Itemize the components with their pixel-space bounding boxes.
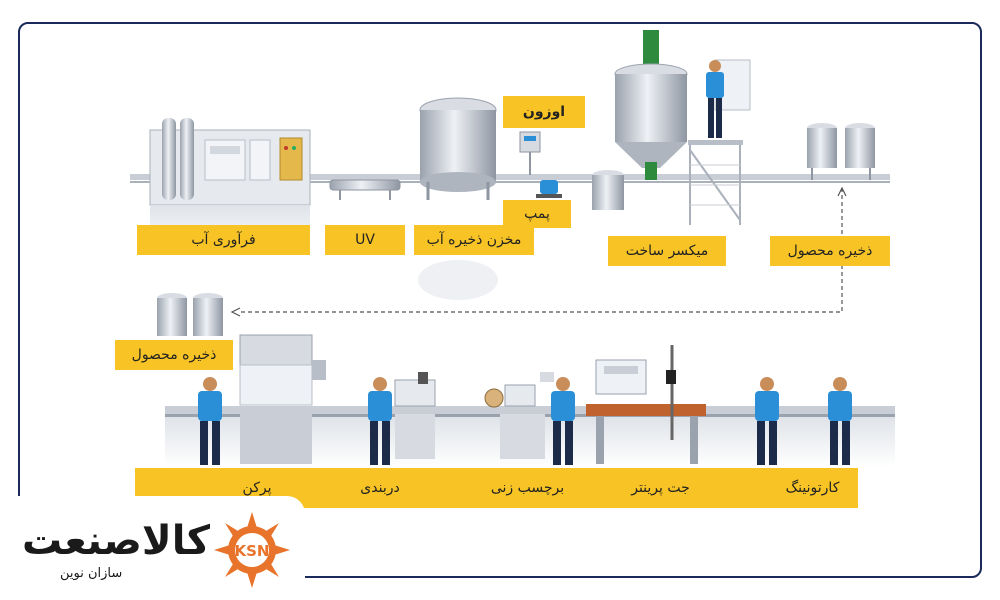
ozone-generator [519,131,541,175]
label-mixer: میکسر ساخت [608,236,726,266]
label-jet-printer: جت پرینتر [631,480,690,496]
label-water-treatment: فرآوری آب [137,225,310,255]
label-water-tank: مخزن ذخیره آب [414,225,534,255]
capping-machine [394,372,436,459]
worker-labeling [551,377,575,465]
mixer [592,30,751,225]
product-storage-tanks-top [807,123,875,180]
jet-printer [586,345,706,464]
label-labeling: برچسب زنی [490,480,565,496]
logo-tagline: سازان نوین [60,566,123,581]
transfer-arrow [230,186,847,317]
label-uv: UV [325,225,405,255]
water-storage-tank [418,97,498,300]
worker-cartoning-1 [755,377,779,465]
logo-emblem-text: KSN [235,542,270,560]
worker-capping [368,377,392,465]
top-pipe [130,174,890,183]
logo-name: کالاصنعت [22,518,211,564]
label-product-storage-top: ذخیره محصول [770,236,890,266]
label-ozone: اوزون [503,96,585,128]
product-storage-tanks-left [157,293,223,336]
label-capping: دربندی [360,480,400,496]
worker-mixer [706,60,724,138]
filling-machine [239,334,326,464]
pump [536,180,562,198]
label-filling: پرکن [242,480,272,496]
uv-unit [329,179,401,200]
logo-emblem-icon: KSN [214,512,290,588]
label-pump: پمپ [503,200,571,228]
labeling-machine [484,372,554,459]
worker-cartoning-2 [828,377,852,465]
worker-filling [198,377,222,465]
label-product-storage-left: ذخیره محصول [115,340,233,370]
label-cartoning: کارتونینگ [785,480,840,496]
